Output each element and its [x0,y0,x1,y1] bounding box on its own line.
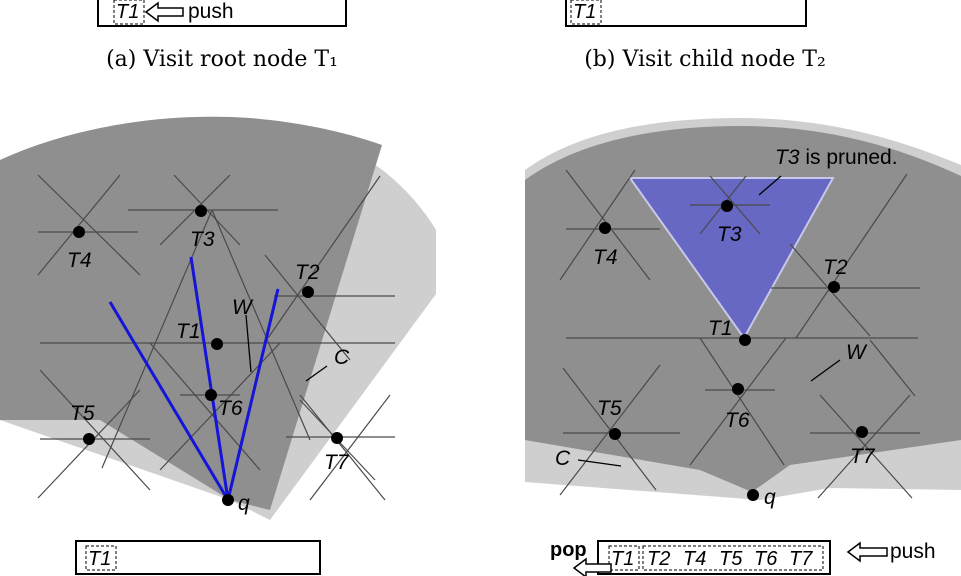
left-grid-lines [37,174,395,501]
stack-box-c [75,540,321,575]
left-node-label-t6: T6 [218,397,243,420]
pop-label: pop [550,539,587,561]
stack-item-box-d1 [608,545,640,571]
left-node-dots [73,205,343,506]
stack-item-box-a [113,0,145,25]
stack-item-t7: T7 [789,548,813,570]
stack-item-box-d2 [642,545,824,571]
push-arrow-icon-right [846,541,888,563]
left-region-w-label: W [232,296,252,319]
left-query-rays [108,256,280,501]
left-node-label-t3: T3 [190,228,215,251]
pop-arrow-icon [572,557,612,576]
right-node-label-t5: T5 [597,397,622,420]
push-label-right: push [890,540,936,563]
left-node-label-t1: T1 [176,320,201,343]
caption-b: (b) Visit child node T₂ [584,47,826,72]
right-node-label-t4: T4 [593,246,618,269]
right-node-label-t3: T3 [717,223,742,246]
right-node-dots [599,200,868,501]
left-node-label-t2: T2 [295,261,320,284]
right-node-label-t2: T2 [823,256,848,279]
stack-box-b [565,0,807,27]
left-node-label-t4: T4 [67,249,92,272]
left-query-label: q [238,492,250,515]
stack-label-b: T1 [573,1,597,23]
left-region-markers [245,314,328,382]
stack-item-box-c [85,545,117,571]
caption-a: (a) Visit root node T₁ [106,47,338,72]
pruned-note-text: is pruned. [799,146,898,169]
left-region-c-label: C [334,346,350,369]
left-node-label-t5: T5 [70,402,95,425]
stack-item-t6: T6 [754,548,778,570]
left-dark-region [0,116,382,510]
pruned-region [628,177,835,340]
stack-label-a: T1 [116,1,140,23]
pruned-note: T3 is pruned. [775,147,898,169]
stack-item-t4: T4 [683,548,707,570]
right-region-w-label: W [846,341,866,364]
push-label-a: push [188,0,234,23]
right-node-label-t6: T6 [725,409,750,432]
right-node-label-t1: T1 [708,317,733,340]
stack-item-box-b [570,0,602,25]
stack-item-t2: T2 [647,548,671,570]
right-node-label-t7: T7 [850,445,875,468]
stack-item-t5: T5 [719,548,743,570]
right-search-panel [525,118,961,501]
stack-pop-label: T1 [611,548,635,570]
right-query-label: q [764,486,776,509]
push-arrow-icon [144,1,184,23]
left-search-panel [0,116,436,520]
right-region-markers [577,175,841,467]
stack-label-c: T1 [88,548,112,570]
left-node-label-t7: T7 [324,451,349,474]
pruned-note-node: T3 [775,146,800,169]
right-region-c-label: C [555,447,571,470]
stack-box-a [97,0,347,27]
